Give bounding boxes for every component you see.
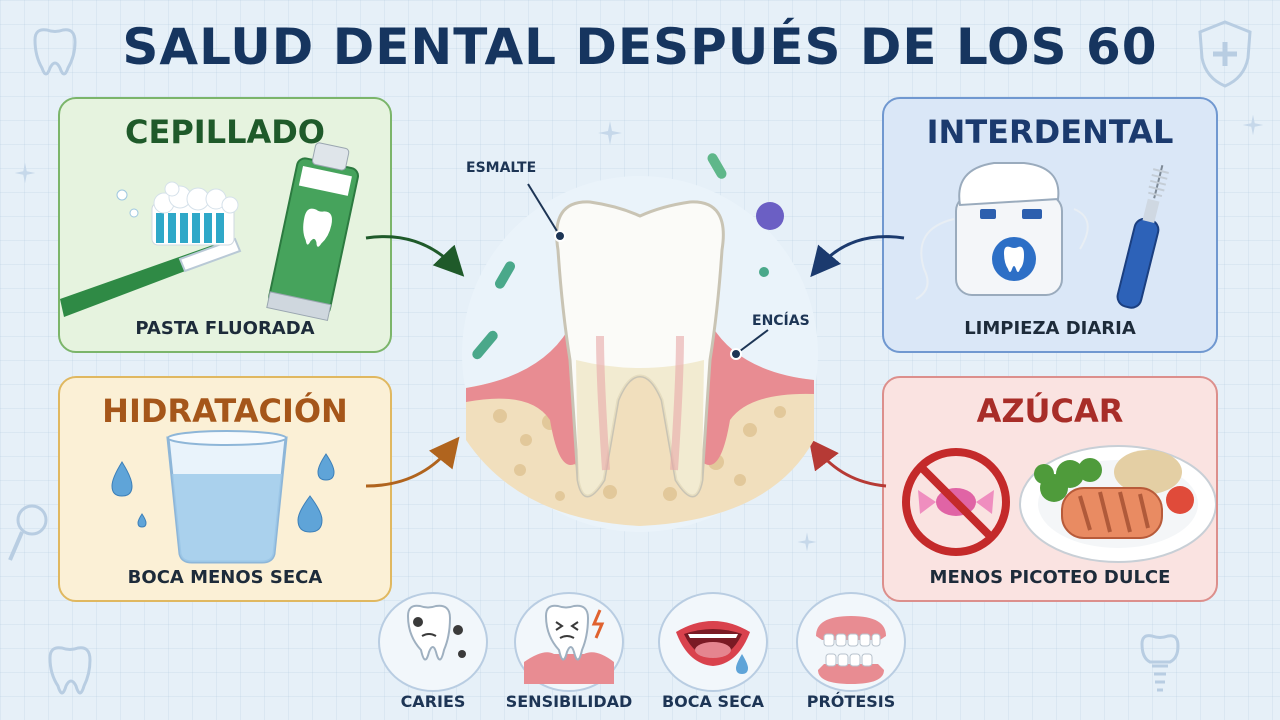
sparkle-icon: [1242, 114, 1264, 136]
floss-dispenser-icon: [915, 162, 1089, 300]
sensitive-tooth-icon: [524, 604, 614, 684]
no-candy-icon: [902, 448, 1010, 556]
card-interdental: INTERDENTAL LIMPIEZA DIARIA: [882, 97, 1218, 353]
card-hidratacion: HIDRATACIÓN BOCA MENOS SECA: [58, 376, 392, 602]
arrow-cepillado: [365, 235, 465, 277]
toothbrush-icon: [60, 181, 242, 317]
problem-label: SENSIBILIDAD: [505, 692, 633, 711]
dental-implant-icon: [1140, 634, 1180, 692]
card-cepillado: CEPILLADO PASTA FLUORADA: [58, 97, 392, 353]
tooth-icon: [555, 200, 725, 498]
tooth-outline-icon: [48, 646, 92, 695]
denture-icon: [816, 616, 886, 684]
interdental-brush-icon: [1116, 165, 1169, 309]
decayed-tooth-icon: [406, 604, 466, 661]
page-title: SALUD DENTAL DESPUÉS DE LOS 60: [122, 18, 1158, 76]
card-title: CEPILLADO: [124, 113, 325, 151]
water-glass-illustration: [111, 430, 335, 564]
label-encias: ENCÍAS: [752, 313, 810, 329]
magnifier-icon: [8, 504, 48, 561]
problem-label: PRÓTESIS: [806, 692, 896, 711]
label-esmalte: ESMALTE: [466, 160, 537, 176]
card-subtitle: MENOS PICOTEO DULCE: [929, 567, 1171, 588]
water-glass-icon: [166, 430, 288, 564]
card-subtitle: BOCA MENOS SECA: [127, 567, 323, 588]
card-subtitle: PASTA FLUORADA: [135, 318, 315, 339]
toothbrush-toothpaste-illustration: [60, 142, 359, 322]
shield-cross-icon: [1198, 20, 1252, 88]
card-azucar: AZÚCAR MENOS PICOTEO DULCE: [882, 376, 1218, 602]
sparkle-icon: [797, 532, 817, 552]
tooth-outline-icon: [33, 28, 77, 76]
tooth-cross-section-illustration: [462, 153, 818, 532]
toothpaste-tube-icon: [266, 142, 359, 322]
sparkle-icon: [14, 162, 36, 184]
arrow-hidratacion: [365, 436, 460, 488]
bacteria-icon: [472, 153, 784, 360]
card-title: HIDRATACIÓN: [102, 392, 348, 430]
sparkle-icon: [598, 121, 622, 145]
encias-leader-line: [735, 329, 769, 355]
card-title: INTERDENTAL: [926, 113, 1174, 151]
healthy-plate-icon: [1019, 445, 1216, 563]
esmalte-leader-line: [527, 183, 561, 237]
floss-brush-illustration: [915, 162, 1169, 309]
dry-mouth-icon: [676, 621, 750, 674]
problem-label: CARIES: [400, 692, 466, 711]
arrow-interdental: [810, 235, 905, 278]
card-subtitle: LIMPIEZA DIARIA: [964, 318, 1136, 339]
no-candy-healthy-plate-illustration: [902, 445, 1216, 563]
card-title: AZÚCAR: [976, 392, 1124, 430]
problem-label: BOCA SECA: [661, 692, 765, 711]
water-drop-icon: [111, 453, 335, 533]
arrow-azucar: [808, 438, 887, 488]
gum-tissue: [466, 326, 814, 465]
